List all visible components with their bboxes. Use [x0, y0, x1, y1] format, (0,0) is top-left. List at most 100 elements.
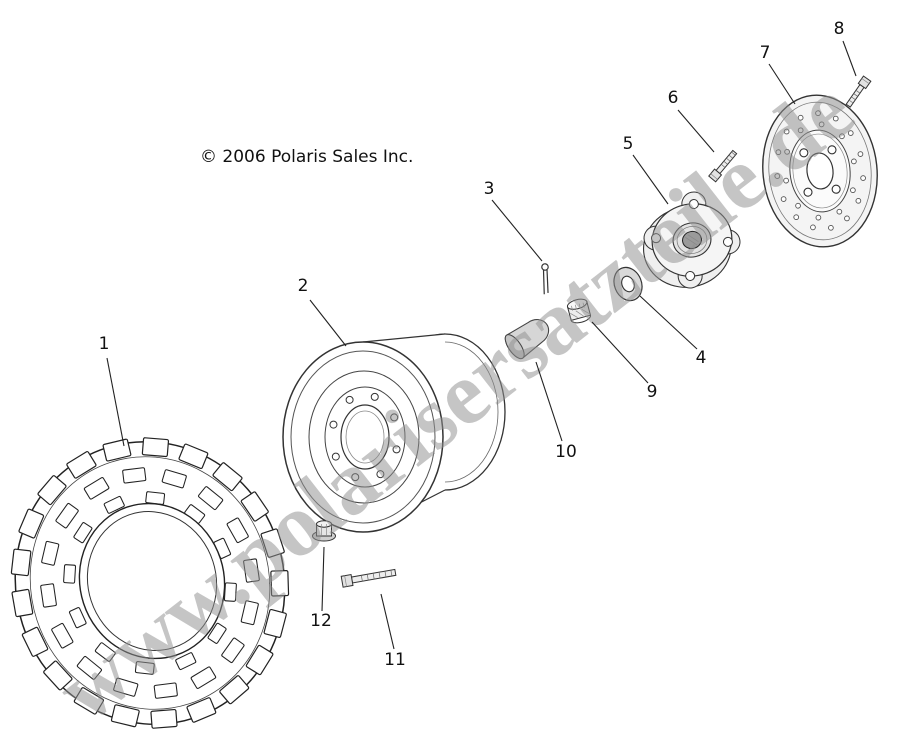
disc-drill-hole	[857, 151, 864, 157]
castle-nut-slot	[574, 304, 577, 310]
tread-block	[122, 467, 147, 484]
disc-drill-hole	[775, 149, 782, 156]
castle-nut-base	[570, 315, 591, 324]
leader-line-4	[639, 295, 698, 350]
tread-block	[113, 677, 139, 697]
castle-nut-slot	[571, 305, 574, 311]
tread-block	[68, 607, 87, 629]
part-dust-cap	[504, 319, 550, 360]
tread-block	[40, 583, 57, 608]
callout-5: 5	[623, 134, 634, 154]
leader-line-3	[491, 199, 543, 262]
bolt-thread	[723, 160, 728, 165]
tire-knob	[245, 644, 274, 676]
part-bolt-6	[708, 149, 738, 183]
disc-drill-hole	[783, 177, 789, 184]
disc-bolt-hole	[827, 145, 837, 155]
disc-bolt-holes	[799, 145, 841, 197]
disc-drill-hole	[847, 130, 854, 136]
callout-6: 6	[668, 88, 679, 108]
rim-front-lip	[290, 350, 436, 524]
disc-drill-hole	[783, 128, 790, 135]
disc-drill-hole	[836, 208, 843, 215]
callout-8: 8	[834, 19, 845, 39]
part-tire	[10, 437, 290, 729]
bolt-thread	[726, 157, 731, 162]
disc-drill-hole	[793, 214, 800, 221]
tread-block	[73, 522, 93, 544]
disc-drill-hole	[832, 115, 839, 122]
tread-block	[94, 642, 116, 662]
leader-line-8	[842, 40, 857, 77]
tire-bead-inner	[86, 511, 218, 651]
tire-knob	[270, 569, 290, 597]
tread-block	[41, 540, 60, 566]
screw-shaft	[845, 83, 865, 108]
tire-outer-knobs	[10, 437, 290, 729]
disc-center-hole	[806, 152, 834, 190]
disc-bolt-hole	[799, 148, 809, 158]
part-cotter-pin	[541, 263, 549, 295]
tread-block	[243, 558, 260, 583]
callout-3: 3	[484, 179, 495, 199]
leader-line-11	[380, 593, 395, 650]
rim-bolt-hole	[331, 452, 340, 461]
rim-bolt-hole	[329, 420, 338, 429]
tread-block	[145, 491, 166, 505]
tread-block	[221, 637, 245, 663]
tire-knob	[260, 528, 285, 558]
part-flange-nut	[312, 520, 336, 542]
cotter-pin-leg	[546, 269, 549, 293]
rim-bolt-hole	[392, 445, 401, 454]
tread-block	[63, 564, 77, 584]
castle-nut-top	[566, 298, 588, 310]
part-castle-nut	[566, 298, 592, 324]
bolt-head-facet	[710, 173, 718, 180]
part-washer	[613, 266, 643, 302]
tread-block	[226, 517, 249, 544]
leader-line-9	[591, 321, 649, 384]
part-wheel-bolt-11	[340, 568, 397, 588]
hub-bolt-hole	[722, 236, 733, 247]
tire-knob	[73, 687, 104, 715]
castle-nut-knurl	[570, 313, 578, 318]
disc-drill-hole	[828, 224, 834, 231]
callout-12: 12	[310, 611, 332, 631]
tread-block	[55, 503, 79, 529]
disc-drill-hole	[839, 133, 845, 140]
disc-drill-hole	[815, 214, 822, 221]
wheel-bolt-thread	[372, 573, 375, 580]
part-screw-8	[845, 75, 872, 108]
wheel-bolt-head-facet	[344, 575, 347, 587]
tire-tread-ring-inner	[63, 491, 237, 675]
leader-line-6	[677, 109, 715, 153]
disc-drill-hole	[797, 114, 804, 121]
disc-drill-holes-inner	[783, 121, 857, 221]
tire-knob	[43, 660, 73, 691]
disc-drill-hole	[780, 196, 787, 202]
disc-drill-hole	[784, 148, 790, 155]
disc-drill-hole	[774, 173, 781, 179]
callout-9: 9	[647, 382, 658, 402]
tread-block	[207, 622, 227, 644]
screw-thread	[851, 96, 856, 101]
rim-bolt-holes	[329, 392, 401, 482]
screw-head-facet	[861, 78, 870, 84]
rim-bolt-hole	[370, 392, 379, 401]
copyright-text: © 2006 Polaris Sales Inc.	[200, 147, 413, 167]
tire-knob	[240, 491, 269, 522]
disc-drill-hole	[850, 187, 856, 194]
tire-knob	[178, 443, 209, 470]
tire-knob	[10, 548, 32, 577]
leader-line-10	[535, 361, 563, 442]
disc-drill-hole	[810, 224, 816, 231]
disc-bolt-hole	[831, 184, 841, 194]
rim-barrel-top	[362, 333, 446, 343]
disc-drill-hole	[815, 110, 821, 117]
screw-thread	[853, 93, 858, 97]
bolt-head	[708, 168, 723, 183]
tread-block	[198, 486, 224, 510]
tread-block	[190, 666, 217, 689]
leader-line-1	[106, 357, 125, 447]
